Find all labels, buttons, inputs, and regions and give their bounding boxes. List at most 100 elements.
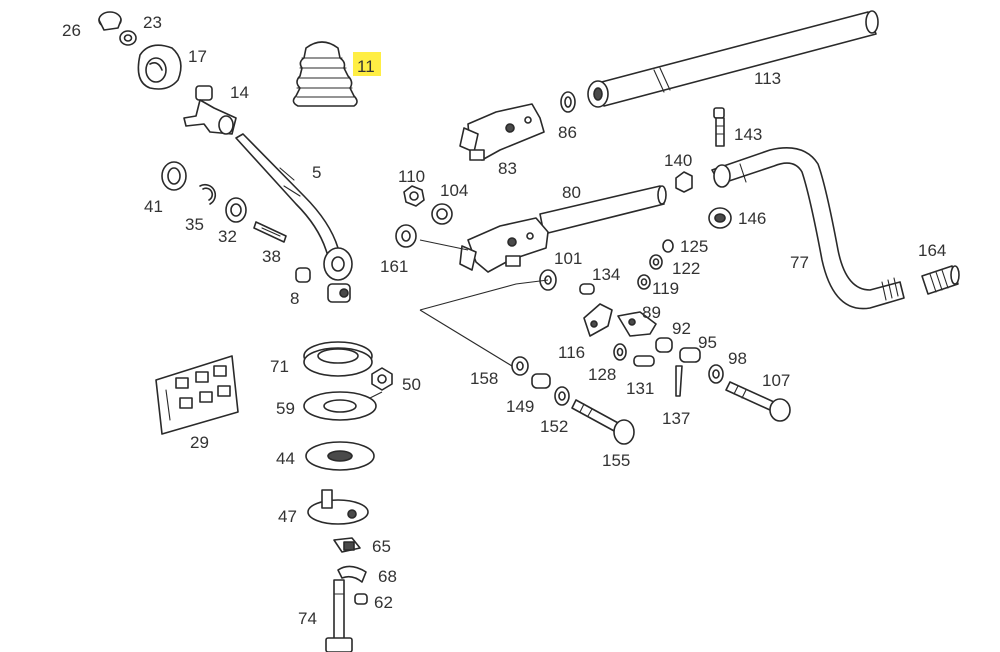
part-146-bushing[interactable]: [708, 207, 732, 229]
label-134: 134: [592, 265, 620, 284]
label-29: 29: [190, 433, 209, 452]
label-5: 5: [312, 163, 321, 182]
part-26-knob-cap[interactable]: [98, 11, 122, 31]
part-41-sleeve[interactable]: [161, 161, 187, 191]
part-8-bushing-pair[interactable]: [295, 267, 351, 303]
part-50-nut[interactable]: [371, 367, 393, 391]
label-104: 104: [440, 181, 468, 200]
part-95-sleeve[interactable]: [679, 347, 701, 363]
label-62: 62: [374, 593, 393, 612]
part-128-washer[interactable]: [613, 343, 627, 361]
label-38: 38: [262, 247, 281, 266]
label-110: 110: [398, 167, 425, 186]
part-62-washer[interactable]: [354, 593, 368, 605]
part-77-curved-rod[interactable]: [711, 147, 905, 310]
part-104-bushing[interactable]: [431, 203, 453, 225]
label-59: 59: [276, 399, 295, 418]
label-83: 83: [498, 159, 517, 178]
label-92: 92: [672, 319, 691, 338]
label-26: 26: [62, 21, 81, 40]
label-50: 50: [402, 375, 421, 394]
label-158: 158: [470, 369, 498, 388]
part-161-bushing[interactable]: [395, 224, 417, 248]
label-23: 23: [143, 13, 162, 32]
part-158b-bushing[interactable]: [511, 356, 529, 376]
label-164: 164: [918, 241, 946, 260]
label-47: 47: [278, 507, 297, 526]
label-128: 128: [588, 365, 616, 384]
part-164-spring-bushing[interactable]: [921, 265, 960, 295]
part-98-washer[interactable]: [708, 364, 724, 384]
part-68-spring-clip[interactable]: [337, 565, 367, 583]
part-35-circlip[interactable]: [199, 183, 217, 205]
callout-labels: 26 23 17 14 11 5 41 35 32 38 8 113 86 83…: [62, 13, 946, 628]
part-119-washer[interactable]: [637, 274, 651, 290]
label-122: 122: [672, 259, 700, 278]
part-23-bushing[interactable]: [119, 30, 137, 46]
part-71-mount-ring[interactable]: [303, 341, 373, 377]
label-113: 113: [754, 69, 781, 88]
part-143-bolt[interactable]: [713, 107, 725, 147]
part-80-tube[interactable]: [539, 185, 667, 235]
label-152: 152: [540, 417, 568, 436]
label-161: 161: [380, 257, 408, 276]
label-68: 68: [378, 567, 397, 586]
part-107-bolt[interactable]: [725, 381, 791, 422]
part-122-washer[interactable]: [649, 254, 663, 270]
label-71: 71: [270, 357, 289, 376]
highlight-box: [353, 52, 381, 76]
label-137: 137: [662, 409, 690, 428]
label-35: 35: [185, 215, 204, 234]
label-8: 8: [290, 289, 299, 308]
label-149: 149: [506, 397, 534, 416]
part-131-pin[interactable]: [633, 355, 655, 367]
label-17: 17: [188, 47, 207, 66]
label-98: 98: [728, 349, 747, 368]
part-14-lever-fitting[interactable]: [183, 85, 237, 135]
label-143: 143: [734, 125, 762, 144]
part-44-plate[interactable]: [305, 441, 375, 471]
part-83-linkage-bracket[interactable]: [459, 103, 545, 161]
part-65-clip[interactable]: [333, 537, 361, 553]
label-116: 116: [558, 343, 585, 362]
part-101-linkage-bracket[interactable]: [459, 217, 549, 273]
label-74: 74: [298, 609, 317, 628]
label-107: 107: [762, 371, 790, 390]
part-47-base-plate[interactable]: [307, 489, 369, 525]
label-86: 86: [558, 123, 577, 142]
label-32: 32: [218, 227, 237, 246]
label-131: 131: [626, 379, 654, 398]
part-5-shift-lever[interactable]: [235, 133, 353, 281]
label-65: 65: [372, 537, 391, 556]
label-89: 89: [642, 303, 661, 322]
part-29-gear-indicator-plate[interactable]: [155, 355, 239, 435]
label-146: 146: [738, 209, 766, 228]
label-155: 155: [602, 451, 630, 470]
part-89-link[interactable]: [617, 311, 657, 337]
part-116-link[interactable]: [583, 303, 613, 337]
part-149-sleeve[interactable]: [531, 373, 551, 389]
part-11-rubber-boot[interactable]: [292, 41, 358, 107]
part-92-sleeve[interactable]: [655, 337, 673, 353]
label-44: 44: [276, 449, 295, 468]
label-140: 140: [664, 151, 692, 170]
leader-lines: [369, 239, 549, 399]
part-140-nut[interactable]: [675, 171, 693, 193]
part-17-shift-knob[interactable]: [137, 44, 182, 90]
part-125-washer[interactable]: [662, 239, 674, 253]
part-137-cotter-pin[interactable]: [675, 365, 683, 397]
part-113-tube[interactable]: [587, 10, 879, 108]
part-86-ring[interactable]: [560, 91, 576, 113]
part-155-bolt[interactable]: [571, 399, 635, 445]
part-32-bushing[interactable]: [225, 197, 247, 223]
part-59-gasket[interactable]: [303, 391, 377, 421]
part-152-washer[interactable]: [554, 386, 570, 406]
part-74-shaft-bolt[interactable]: [325, 579, 353, 652]
label-77: 77: [790, 253, 809, 272]
part-38-pin[interactable]: [253, 221, 287, 243]
label-125: 125: [680, 237, 708, 256]
part-110-nut[interactable]: [403, 185, 425, 207]
part-134-pin[interactable]: [579, 283, 595, 295]
